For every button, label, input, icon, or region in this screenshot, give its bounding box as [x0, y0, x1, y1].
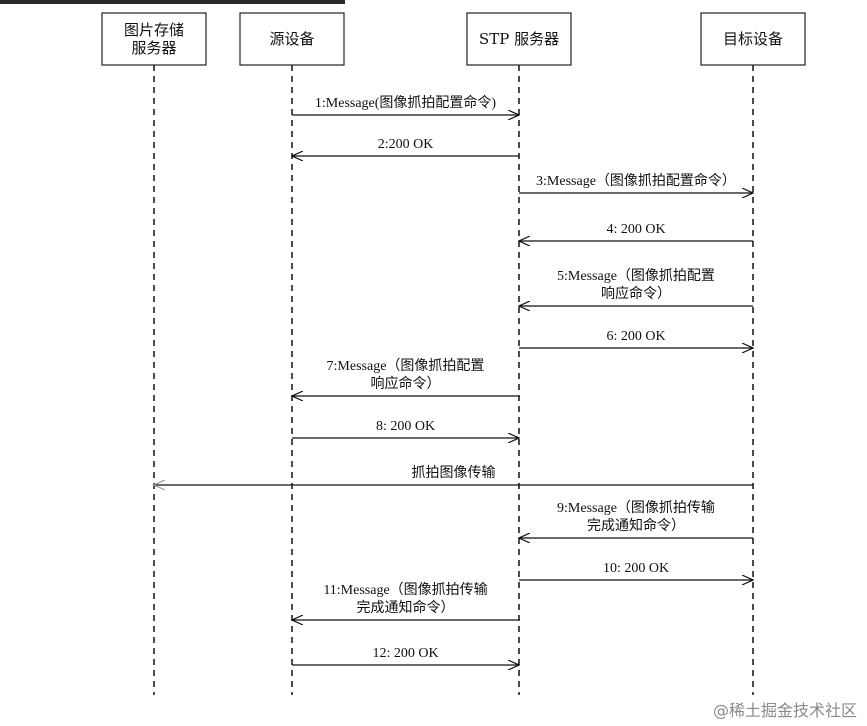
participant-box-3 [700, 12, 806, 66]
message-label-8-0: 8: 200 OK [376, 419, 435, 434]
message-label-12-1: 完成通知命令） [357, 599, 455, 616]
message-label-9-0: 抓拍图像传输 [412, 465, 496, 481]
participant-box-0 [101, 12, 207, 66]
lifelines [153, 65, 754, 695]
message-label-7-0: 7:Message（图像抓拍配置 [327, 358, 485, 374]
message-label-6-0: 6: 200 OK [606, 329, 665, 344]
message-label-10-0: 9:Message（图像抓拍传输 [557, 500, 715, 516]
participant-box-1 [239, 12, 345, 66]
message-label-10-1: 完成通知命令） [587, 517, 685, 534]
participant-label-3-0: 目标设备 [723, 30, 783, 48]
message-label-2-0: 2:200 OK [378, 137, 434, 152]
participant-label-1-0: 源设备 [269, 30, 314, 48]
watermark-text: @稀土掘金技术社区 [713, 701, 857, 720]
message-label-5-1: 响应命令） [601, 285, 671, 302]
message-label-4-0: 4: 200 OK [606, 222, 665, 237]
message-label-13-0: 12: 200 OK [372, 646, 438, 661]
participant-label-0-0: 图片存储 [124, 21, 184, 39]
participant-label-2-0: STP 服务器 [479, 30, 559, 48]
message-label-7-1: 响应命令） [371, 375, 441, 392]
participant-label-0-1: 服务器 [131, 39, 176, 57]
cropped-header-strip [0, 0, 345, 4]
message-label-12-0: 11:Message（图像抓拍传输 [323, 582, 487, 598]
message-label-11-0: 10: 200 OK [603, 561, 669, 576]
message-label-5-0: 5:Message（图像抓拍配置 [557, 268, 715, 284]
message-label-1-0: 1:Message(图像抓拍配置命令) [315, 94, 497, 111]
message-label-3-0: 3:Message（图像抓拍配置命令） [536, 172, 736, 189]
messages: 1:Message(图像抓拍配置命令) 2:200 OK 3:Message（图像抓… [154, 94, 753, 665]
participant-box-2 [466, 12, 572, 66]
